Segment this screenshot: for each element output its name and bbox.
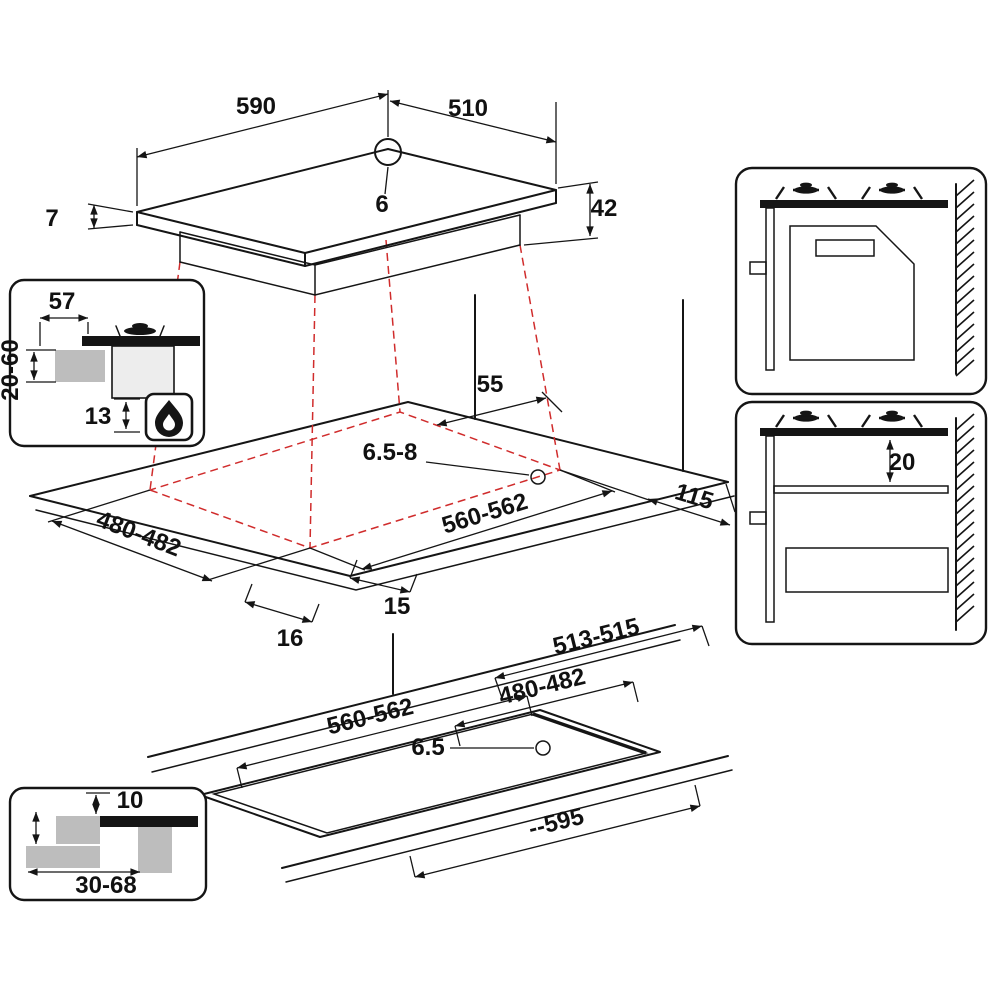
dim-cutout-depth-bottom: 480-482	[454, 663, 639, 747]
flush-frame	[199, 709, 661, 838]
cutout-width-bottom-label: 560-562	[324, 693, 416, 741]
hob-profile	[760, 428, 948, 436]
dim-box-width: 57	[39, 288, 89, 346]
side-panel	[765, 207, 775, 371]
hob-hole-label: 6	[375, 191, 388, 218]
glass-thickness-label: 7	[45, 205, 58, 232]
box-width-label: 57	[49, 288, 76, 315]
hole-bottom-label: 6.5	[411, 734, 444, 761]
dim-side-gap: 16	[244, 583, 320, 652]
fixing-bracket	[749, 511, 767, 525]
hob-box-section	[138, 827, 172, 873]
hob-isometric-view: 590 510 6 7 42	[45, 90, 618, 296]
side-panel	[765, 435, 775, 623]
worktop-thickness-range-label: 30-68	[75, 872, 136, 899]
side-gap-label: 16	[277, 625, 304, 652]
cutout-width-label: 560-562	[439, 488, 531, 540]
edge-detail-inset: 10 30-68	[8, 786, 208, 902]
fixing-hole-label: 6.5-8	[363, 439, 418, 466]
drawer	[785, 547, 949, 593]
shelf-clearance-view: 20	[734, 400, 988, 646]
section-detail-inset: 57 20-60 13	[0, 278, 206, 448]
dim-hob-width: 590	[136, 90, 389, 206]
hob-body	[136, 148, 557, 296]
shelf	[773, 485, 949, 494]
shelf-gap-label: 20	[889, 449, 916, 476]
rear-clearance-label: 55	[477, 371, 504, 398]
dim-hole-bottom: 6.5	[411, 734, 551, 761]
hob-glass-section	[82, 336, 200, 346]
worktop-lower-section	[26, 846, 100, 868]
gas-inlet-hole	[374, 138, 402, 166]
dim-cutout-width: 560-562	[309, 469, 616, 571]
dim-hob-depth: 510	[389, 95, 557, 184]
clearance-view-border	[734, 400, 988, 646]
gas-flame-badge	[144, 392, 194, 442]
dim-fixing-hole: 6.5-8	[363, 439, 546, 485]
dim-cutout-depth: 480-482	[47, 489, 311, 582]
dim-rear-clearance: 55	[436, 371, 563, 427]
burner-box-section	[111, 345, 175, 399]
fixing-hole-mark	[530, 469, 546, 485]
dim-proud-height: 10	[86, 787, 144, 815]
proud-height-label: 10	[117, 787, 144, 814]
flush-mount-view: 513-515 480-482 560-562 6.5 --595	[147, 613, 733, 883]
dim-worktop-thickness-range: 30-68	[27, 811, 141, 899]
hob-profile	[760, 200, 948, 208]
cabinet-outline	[789, 225, 915, 361]
dim-shelf-gap: 20	[886, 439, 916, 483]
dim-bottom-clearance: 13	[85, 398, 140, 433]
side-view-border	[734, 166, 988, 396]
dim-body-height: 42	[523, 181, 618, 246]
cabinet-side-view	[734, 166, 988, 396]
body-height-label: 42	[591, 195, 618, 222]
section-drawing	[55, 323, 200, 399]
worktop-upper-section	[56, 816, 100, 844]
bottom-clearance-label: 13	[85, 403, 112, 430]
dim-hob-hole: 6	[374, 138, 402, 218]
fixing-bracket	[749, 261, 767, 275]
wall-hatching-lower	[955, 413, 975, 631]
hob-edge-section	[100, 816, 198, 827]
wall-hatching	[955, 179, 975, 377]
cutout-depth-bottom-label: 480-482	[496, 663, 588, 711]
frame-outer	[199, 709, 661, 838]
dim-front-gap: 15	[349, 559, 418, 620]
worktop-section	[55, 350, 105, 382]
fixing-hole-mark	[535, 740, 551, 756]
cutout-outline	[147, 411, 563, 549]
worktop-thickness-label: 20-60	[0, 339, 24, 400]
hob-width-label: 590	[236, 93, 276, 120]
dim-worktop-thickness: 20-60	[0, 339, 56, 401]
dim-glass-thickness: 7	[45, 203, 134, 232]
front-gap-label: 15	[384, 593, 411, 620]
cabinet-vent	[815, 239, 875, 257]
hob-depth-label: 510	[448, 95, 488, 122]
